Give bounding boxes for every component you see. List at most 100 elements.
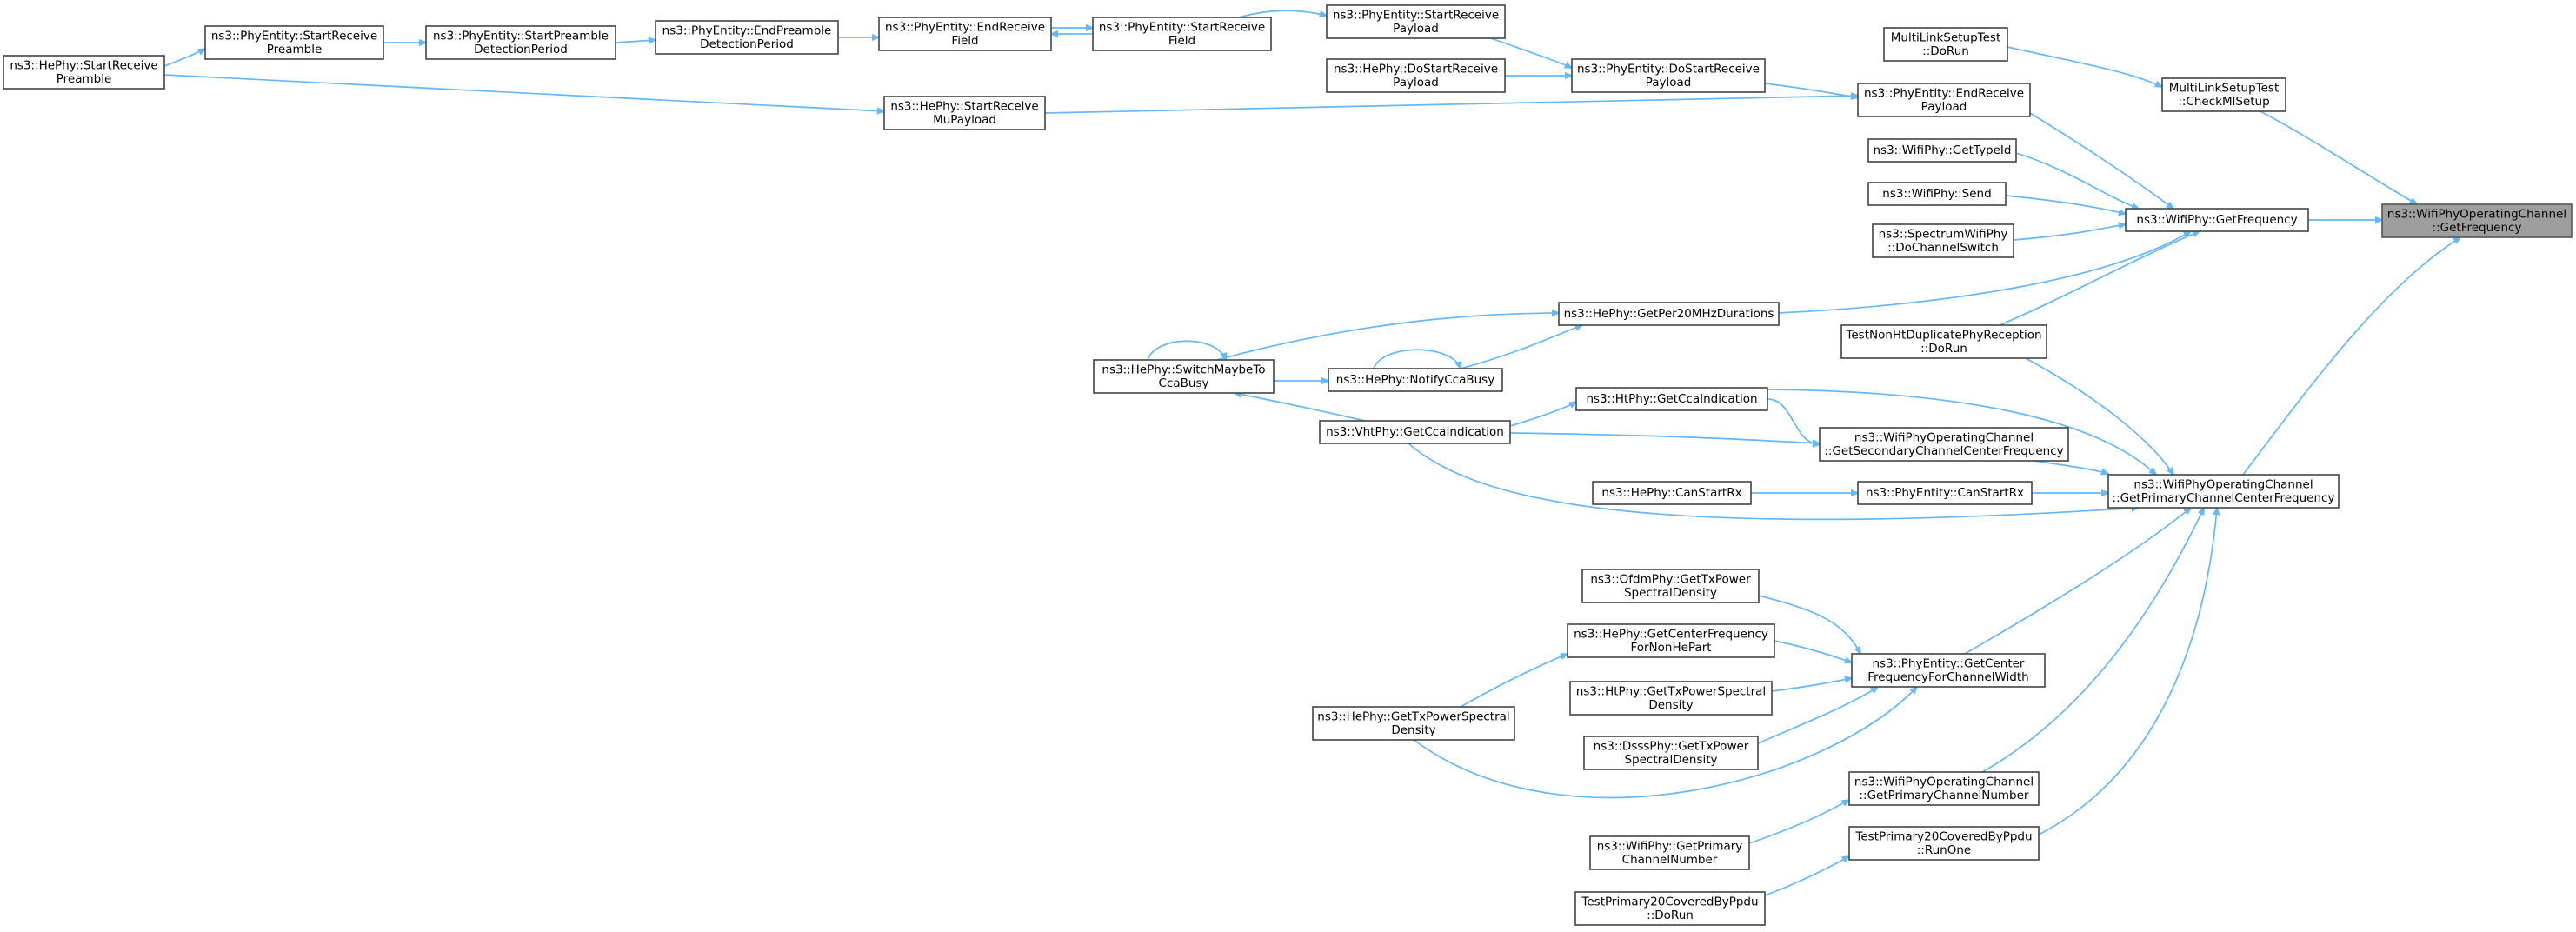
node-htcca[interactable]: ns3::HtPhy::GetCcaIndication xyxy=(1575,387,1768,411)
node-box[interactable] xyxy=(1571,58,1766,93)
node-label: ns3::HtPhy::GetCcaIndication xyxy=(1586,392,1757,406)
node-label: Payload xyxy=(1646,76,1692,90)
node-box[interactable] xyxy=(1319,420,1511,444)
node-label: ns3::WifiPhyOperatingChannel xyxy=(1854,430,2034,444)
node-label: ns3::HePhy::CanStartRx xyxy=(1601,486,1741,500)
node-endpreamble[interactable]: ns3::PhyEntity::EndPreambleDetectionPeri… xyxy=(655,20,839,55)
node-label: ns3::PhyEntity::EndReceive xyxy=(1864,86,2024,100)
node-box[interactable] xyxy=(1857,83,2031,117)
node-spectrum[interactable]: ns3::SpectrumWifiPhy::DoChannelSwitch xyxy=(1872,223,2014,258)
node-mldorun[interactable]: MultiLinkSetupTest::DoRun xyxy=(1883,27,2008,62)
node-box[interactable] xyxy=(655,20,839,55)
node-box[interactable] xyxy=(1558,302,1780,326)
node-box[interactable] xyxy=(1592,481,1752,505)
node-box[interactable] xyxy=(1840,324,2047,359)
node-per20[interactable]: ns3::HePhy::GetPer20MHzDurations xyxy=(1558,302,1780,326)
node-box[interactable] xyxy=(1569,681,1773,716)
node-label: TestPrimary20CoveredByPpdu xyxy=(1581,895,1758,909)
node-box[interactable] xyxy=(1851,653,2046,688)
node-label: Preamble xyxy=(267,43,323,57)
node-hecfnonhe[interactable]: ns3::HePhy::GetCenterFrequencyForNonHePa… xyxy=(1567,623,1775,658)
node-box[interactable] xyxy=(2161,77,2286,112)
node-checkml[interactable]: MultiLinkSetupTest::CheckMlSetup xyxy=(2161,77,2286,112)
node-startpreamble[interactable]: ns3::PhyEntity::StartPreambleDetectionPe… xyxy=(425,25,616,60)
node-secondary[interactable]: ns3::WifiPhyOperatingChannel::GetSeconda… xyxy=(1819,427,2069,462)
node-box[interactable] xyxy=(1567,623,1775,658)
edge-nonht-to-getfreq xyxy=(1999,231,2200,326)
node-box[interactable] xyxy=(1575,387,1768,411)
node-label: Preamble xyxy=(57,72,112,86)
node-wifiprimnum[interactable]: ns3::WifiPhy::GetPrimaryChannelNumber xyxy=(1589,835,1750,870)
node-getfreq[interactable]: ns3::WifiPhy::GetFrequency xyxy=(2125,208,2309,232)
node-notifycca[interactable]: ns3::HePhy::NotifyCcaBusy xyxy=(1328,368,1503,392)
node-primnum[interactable]: ns3::WifiPhyOperatingChannel::GetPrimary… xyxy=(1848,771,2040,806)
node-box[interactable] xyxy=(1328,368,1503,392)
node-box[interactable] xyxy=(2125,208,2309,232)
node-box[interactable] xyxy=(1589,835,1750,870)
node-runone[interactable]: TestPrimary20CoveredByPpdu::RunOne xyxy=(1848,826,2040,861)
node-box[interactable] xyxy=(1872,223,2014,258)
node-label: Payload xyxy=(1921,100,1967,114)
node-box[interactable] xyxy=(1574,891,1766,926)
edge-endrxpay-to-getfreq xyxy=(2029,112,2173,209)
node-box[interactable] xyxy=(883,96,1046,130)
node-box[interactable] xyxy=(204,25,384,60)
node-box[interactable] xyxy=(1867,182,2007,206)
node-box[interactable] xyxy=(1857,481,2033,505)
node-gettypeid[interactable]: ns3::WifiPhy::GetTypeId xyxy=(1867,138,2017,163)
node-label: ChannelNumber xyxy=(1622,853,1718,867)
node-box[interactable] xyxy=(3,55,165,90)
node-box[interactable] xyxy=(2107,474,2340,509)
node-primcf[interactable]: ns3::WifiPhyOperatingChannel::GetPrimary… xyxy=(2107,474,2340,509)
node-hecanstart[interactable]: ns3::HePhy::CanStartRx xyxy=(1592,481,1752,505)
node-label: ns3::SpectrumWifiPhy xyxy=(1879,227,2008,241)
node-box[interactable] xyxy=(1583,736,1759,770)
node-target[interactable]: ns3::WifiPhyOperatingChannel::GetFrequen… xyxy=(2381,203,2573,238)
node-label: Density xyxy=(1648,698,1693,712)
edge-vhtcca-to-primcf xyxy=(1408,443,2139,521)
node-box[interactable] xyxy=(2381,203,2573,238)
node-box[interactable] xyxy=(425,25,616,60)
node-box[interactable] xyxy=(1326,4,1506,39)
node-centerfreq[interactable]: ns3::PhyEntity::GetCenterFrequencyForCha… xyxy=(1851,653,2046,688)
node-send[interactable]: ns3::WifiPhy::Send xyxy=(1867,182,2007,206)
node-label: ::DoChannelSwitch xyxy=(1887,241,1999,255)
node-label: ns3::PhyEntity::GetCenter xyxy=(1873,656,2025,670)
node-label: ns3::WifiPhy::GetTypeId xyxy=(1873,143,2011,157)
node-vhtcca[interactable]: ns3::VhtPhy::GetCcaIndication xyxy=(1319,420,1511,444)
node-box[interactable] xyxy=(1093,359,1275,394)
node-label: ns3::WifiPhy::Send xyxy=(1882,187,1991,201)
node-label: MultiLinkSetupTest xyxy=(2169,81,2280,95)
node-p20dorun[interactable]: TestPrimary20CoveredByPpdu::DoRun xyxy=(1574,891,1766,926)
edge-dssstx-to-centerfreq xyxy=(1757,687,1878,744)
node-label: ns3::PhyEntity::StartReceive xyxy=(1333,8,1499,22)
node-box[interactable] xyxy=(1848,771,2040,806)
node-label: ns3::PhyEntity::EndReceive xyxy=(885,20,1045,34)
node-box[interactable] xyxy=(1883,27,2008,62)
node-box[interactable] xyxy=(1092,17,1272,51)
node-box[interactable] xyxy=(1312,706,1515,741)
node-box[interactable] xyxy=(1848,826,2040,861)
edge-send-to-getfreq xyxy=(2005,195,2126,214)
node-canstart[interactable]: ns3::PhyEntity::CanStartRx xyxy=(1857,481,2033,505)
node-box[interactable] xyxy=(1819,427,2069,462)
node-box[interactable] xyxy=(1867,138,2017,163)
node-nonht[interactable]: TestNonHtDuplicatePhyReception::DoRun xyxy=(1840,324,2047,359)
node-box[interactable] xyxy=(1326,58,1506,93)
node-box[interactable] xyxy=(878,17,1052,51)
node-box[interactable] xyxy=(1581,569,1760,603)
